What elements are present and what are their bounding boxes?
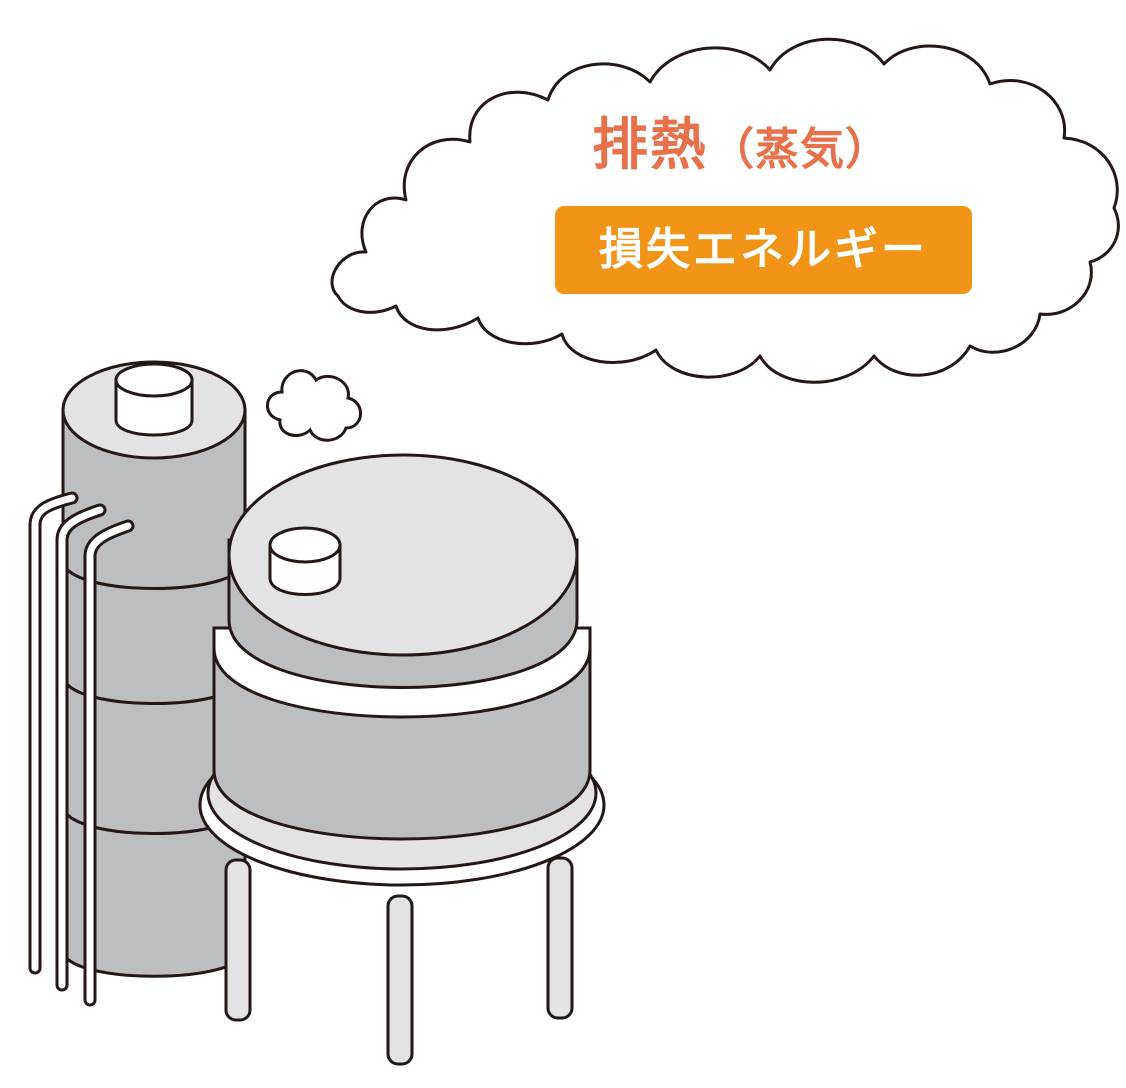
pipes-icon <box>28 491 135 1007</box>
title-sub: （蒸気） <box>710 124 890 175</box>
badge-label: 損失エネルギー <box>599 224 928 275</box>
wide-tank-icon <box>198 453 606 1066</box>
small-cloud-icon <box>266 369 362 442</box>
loss-energy-badge: 損失エネルギー <box>555 206 972 294</box>
title-main: 排熱 <box>592 113 708 178</box>
title-group: 排熱 （蒸気） <box>592 118 890 174</box>
